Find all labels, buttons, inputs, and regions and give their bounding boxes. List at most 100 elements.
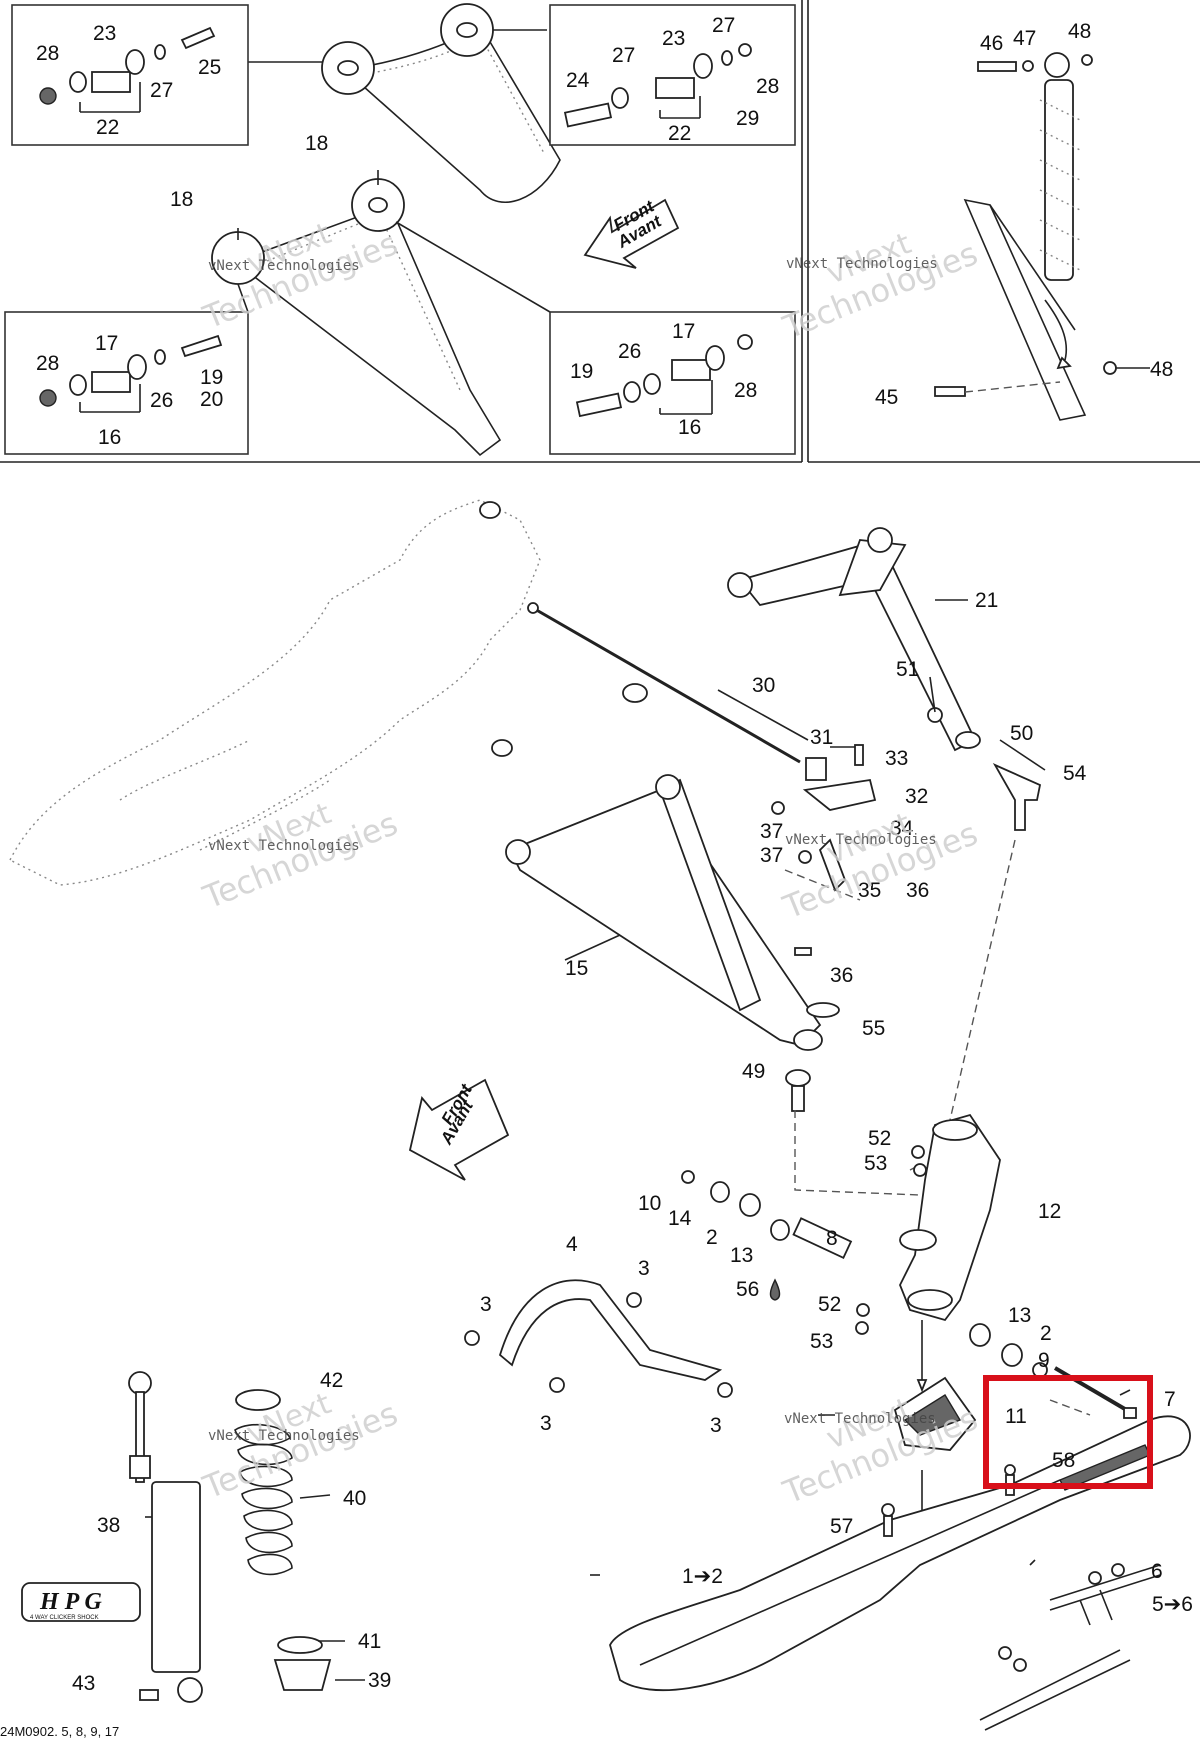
callout-43: 43 (72, 1672, 95, 1695)
callout-29: 29 (736, 107, 759, 130)
callout-3: 3 (540, 1412, 552, 1435)
callout-26: 26 (150, 389, 173, 412)
callout-50: 50 (1010, 722, 1033, 745)
callout-45: 45 (875, 386, 898, 409)
callout-31: 31 (810, 726, 833, 749)
callout-leaders (145, 599, 1131, 1681)
callout-16: 16 (678, 416, 701, 439)
callout-28: 28 (36, 42, 59, 65)
callout-34: 34 (890, 817, 914, 840)
callout-18: 18 (170, 188, 193, 211)
lower-a-arm-detail (211, 170, 551, 457)
callout-27: 27 (712, 14, 735, 37)
spring-40 (234, 1389, 332, 1691)
callout-21: 21 (975, 589, 998, 612)
shock-assembly-topright (934, 52, 1150, 421)
highlight-box (983, 1375, 1153, 1489)
callout-33: 33 (885, 747, 908, 770)
hpg-logo-subtext: 4 WAY CLICKER SHOCK (30, 1615, 99, 1621)
carbide-runners (979, 1559, 1161, 1731)
bushing-kit-box-1 (11, 4, 249, 146)
ski-handle-4 (464, 1279, 733, 1398)
callout-12: 12 (1038, 1200, 1061, 1223)
callout-38: 38 (97, 1514, 120, 1537)
spindle-12 (899, 1113, 1001, 1322)
callout-53: 53 (864, 1152, 887, 1175)
callout-7: 7 (1164, 1388, 1176, 1411)
callout-19: 19 (570, 360, 593, 383)
callout-30: 30 (752, 674, 775, 697)
callout-11: 11 (1005, 1405, 1027, 1428)
callout-47: 47 (1013, 27, 1036, 50)
stabilizer-bar-30 (527, 602, 827, 781)
callout-42: 42 (320, 1369, 343, 1392)
spindle-fasteners (681, 1145, 1048, 1378)
callout-labels: 28 23 27 22 25 27 23 24 27 28 29 22 18 1… (36, 14, 1193, 1695)
callout-56: 56 (736, 1278, 759, 1301)
callout-28: 28 (734, 379, 757, 402)
callout-19: 19 (200, 366, 223, 389)
callout-27: 27 (612, 44, 635, 67)
assembly-guide-lines (794, 1110, 1091, 1528)
callout-1-2: 1➔2 (682, 1565, 723, 1588)
callout-13: 13 (1008, 1304, 1031, 1327)
callout-5-6: 5➔6 (1152, 1593, 1193, 1616)
callout-22: 22 (96, 116, 119, 139)
callout-20: 20 (200, 388, 223, 411)
callout-46: 46 (980, 32, 1003, 55)
callout-23: 23 (662, 27, 685, 50)
callout-36: 36 (906, 879, 929, 902)
ski-pad-11 (893, 1376, 977, 1451)
callout-3: 3 (638, 1257, 650, 1280)
watermark-caption: vNext Technologies (208, 258, 360, 274)
watermark-caption: vNext Technologies (208, 838, 360, 854)
callout-3: 3 (710, 1414, 722, 1437)
callout-48: 48 (1068, 20, 1091, 43)
callout-2: 2 (706, 1226, 718, 1249)
callout-9: 9 (1038, 1349, 1050, 1372)
callout-8: 8 (826, 1227, 838, 1250)
callout-17: 17 (672, 320, 695, 343)
callout-17: 17 (95, 332, 118, 355)
callout-39: 39 (368, 1669, 391, 1692)
shock-absorber-38 (128, 1371, 203, 1703)
callout-2: 2 (1040, 1322, 1052, 1345)
callout-52: 52 (818, 1293, 841, 1316)
watermark-caption: vNext Technologies (784, 1411, 936, 1427)
callout-36: 36 (830, 964, 853, 987)
ball-joint-54 (949, 763, 1042, 1121)
callout-51: 51 (896, 658, 919, 681)
sway-link-group (771, 744, 1018, 956)
diagram-code: 24M0902. 5, 8, 9, 17 (0, 1724, 119, 1739)
callout-4: 4 (566, 1233, 578, 1256)
callout-32: 32 (905, 785, 928, 808)
callout-35: 35 (858, 879, 881, 902)
bushing-kit-box-3 (4, 311, 249, 455)
callout-25: 25 (198, 56, 221, 79)
callout-13: 13 (730, 1244, 753, 1267)
top-section-frame (0, 0, 1200, 463)
front-arrow-top: Front Avant (583, 196, 680, 269)
front-arrow-lower: Front Avant (408, 1078, 510, 1181)
upper-a-arm-21 (727, 527, 981, 752)
callout-23: 23 (93, 22, 116, 45)
callout-6: 6 (1151, 1560, 1163, 1583)
callout-37: 37 (760, 844, 783, 867)
hpg-shock-logo: H P G 4 WAY CLICKER SHOCK (21, 1582, 141, 1622)
callout-54: 54 (1063, 762, 1087, 785)
callout-27: 27 (150, 79, 173, 102)
callout-55: 55 (862, 1017, 885, 1040)
callout-10: 10 (638, 1192, 661, 1215)
callout-22: 22 (668, 122, 691, 145)
watermark-caption: vNext Technologies (208, 1428, 360, 1444)
callout-15: 15 (565, 957, 588, 980)
callout-26: 26 (618, 340, 641, 363)
callout-18: 18 (305, 132, 328, 155)
callout-24: 24 (566, 69, 590, 92)
upper-a-arm-detail (248, 3, 561, 203)
watermark-caption: vNext Technologies (785, 832, 937, 848)
lower-a-arm-15 (505, 774, 840, 1112)
callout-28: 28 (756, 75, 779, 98)
callout-52: 52 (868, 1127, 891, 1150)
